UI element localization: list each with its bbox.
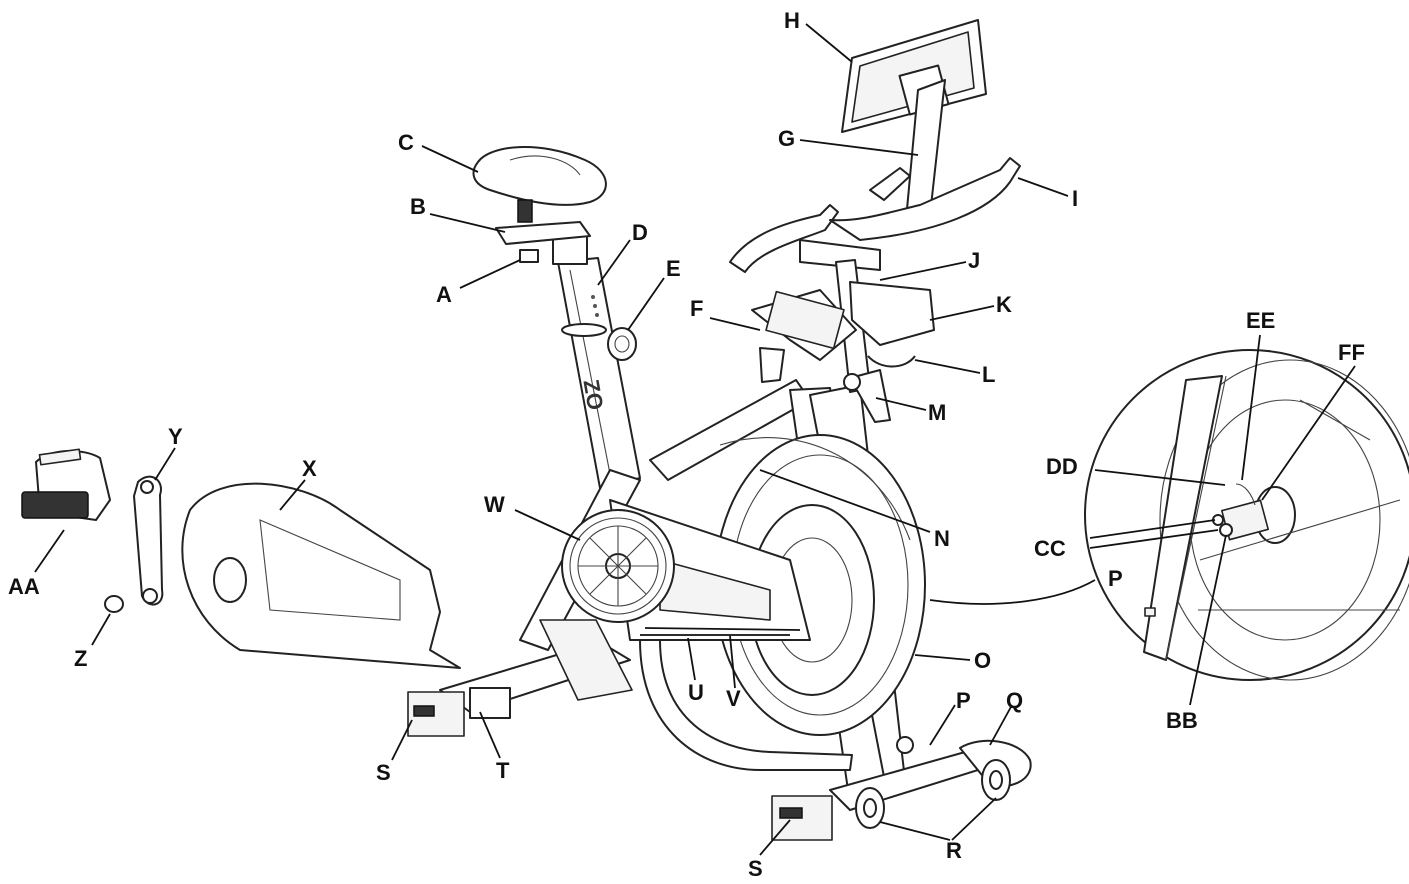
flywheel-assembly (714, 434, 926, 736)
label-o: O (974, 648, 991, 673)
label-k: K (996, 292, 1012, 317)
adjustment-knob (607, 327, 637, 361)
leader-lines (34, 23, 1356, 856)
label-x: X (302, 456, 317, 481)
label-g: G (778, 126, 795, 151)
label-c: C (398, 130, 414, 155)
label-cc: CC (1034, 536, 1066, 561)
label-h: H (784, 8, 800, 33)
label-u: U (688, 680, 704, 705)
label-a: A (436, 282, 452, 307)
label-b: B (410, 194, 426, 219)
label-i: I (1072, 186, 1078, 211)
label-r: R (946, 838, 962, 863)
label-p-detail: P (1108, 566, 1123, 591)
label-t: T (496, 758, 510, 783)
label-s-2: S (748, 856, 763, 881)
label-ee: EE (1246, 308, 1275, 333)
label-w: W (484, 492, 505, 517)
label-dd: DD (1046, 454, 1078, 479)
label-p: P (956, 688, 971, 713)
label-q: Q (1006, 688, 1023, 713)
label-l: L (982, 362, 995, 387)
detail-callout (929, 349, 1409, 681)
label-y: Y (168, 424, 183, 449)
label-v: V (726, 686, 741, 711)
label-n: N (934, 526, 950, 551)
label-ff: FF (1338, 340, 1365, 365)
label-m: M (928, 400, 946, 425)
console-and-handlebar (729, 19, 1021, 423)
label-s: S (376, 760, 391, 785)
seat-assembly (472, 146, 607, 263)
label-e: E (666, 256, 681, 281)
label-aa: AA (8, 574, 40, 599)
belt-pulley-assembly (561, 499, 811, 641)
label-d: D (632, 220, 648, 245)
label-j: J (968, 248, 980, 273)
loose-parts (21, 448, 461, 669)
label-f: F (690, 296, 703, 321)
svg-text:ZO: ZO (578, 378, 608, 412)
part-labels: C B A D E F H G I J K L M N O P Q R S S … (8, 8, 1365, 881)
label-bb: BB (1166, 708, 1198, 733)
label-z: Z (74, 646, 87, 671)
